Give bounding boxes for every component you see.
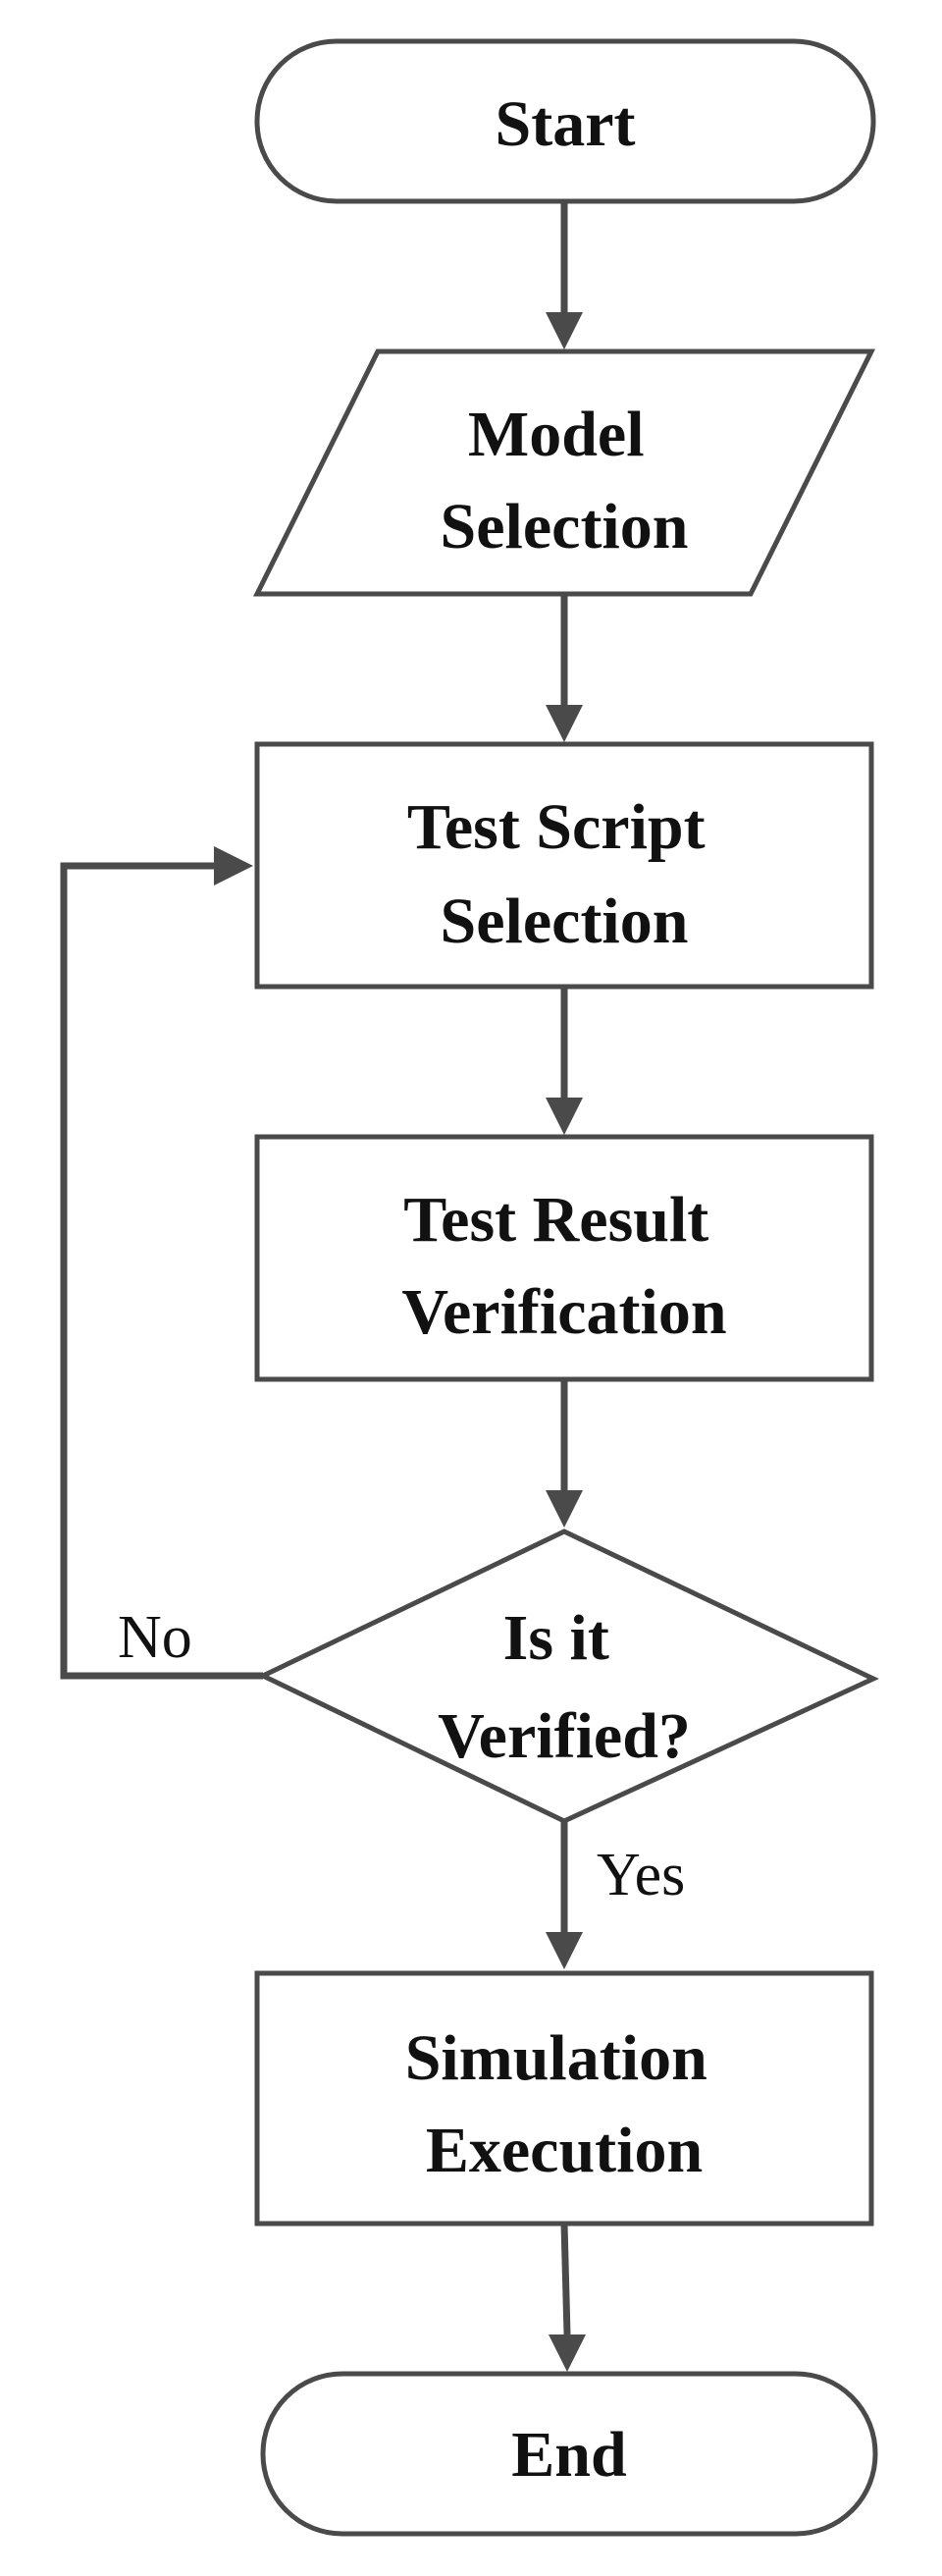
node-end-label: End (511, 2419, 626, 2491)
arrow-decision-no-loop (214, 846, 253, 886)
edge-label-no: No (118, 1604, 192, 1671)
node-is-verified-line-2: Verified? (438, 1700, 691, 1772)
decision-shape (257, 1529, 879, 1824)
edge-decision-no-loop (60, 862, 263, 1680)
edge-label-yes: Yes (597, 1842, 685, 1908)
process-shape (254, 1970, 874, 2227)
arrow-script-to-result (546, 1098, 583, 1135)
edge-simulation-to-end (560, 2223, 571, 2335)
node-test-result-verification-line-2: Verification (401, 1276, 726, 1348)
arrow-start-to-model (546, 312, 583, 349)
node-is-verified-label: Is it Verified? (438, 1602, 691, 1772)
node-is-verified: Is it Verified? (257, 1529, 879, 1824)
node-simulation-execution-line-2: Execution (426, 2115, 703, 2186)
node-test-result-verification-label: Test Result Verification (401, 1184, 726, 1348)
node-start-label: Start (496, 88, 636, 160)
node-simulation-execution-line-1: Simulation (405, 2022, 707, 2094)
node-end: End (260, 2371, 878, 2537)
edges (60, 201, 586, 2372)
node-test-result-verification: Test Result Verification (254, 1134, 874, 1382)
node-simulation-execution: Simulation Execution (254, 1970, 874, 2227)
node-test-script-selection-label: Test Script Selection (407, 791, 721, 957)
arrow-simulation-to-end (549, 2334, 586, 2372)
node-test-script-selection: Test Script Selection (254, 741, 874, 990)
node-model-selection-line-1: Model (468, 399, 645, 470)
process-shape (254, 741, 874, 990)
parallelogram-shape (252, 349, 876, 597)
node-is-verified-line-1: Is it (503, 1602, 609, 1674)
nodes: Start Model Selection Test Script Select… (252, 38, 879, 2537)
node-start-line-1: Start (496, 88, 636, 160)
arrow-model-to-script (546, 705, 583, 742)
terminator-shape (260, 2371, 878, 2537)
node-start: Start (254, 38, 876, 204)
arrow-decision-yes (546, 1932, 583, 1969)
node-test-script-selection-line-1: Test Script (407, 791, 706, 863)
arrow-result-to-decision (546, 1490, 583, 1528)
node-model-selection-line-2: Selection (441, 491, 689, 563)
process-shape (254, 1134, 874, 1382)
edge-labels: No Yes (118, 1604, 685, 1908)
node-model-selection: Model Selection (252, 349, 876, 597)
node-model-selection-label: Model Selection (441, 399, 689, 563)
node-simulation-execution-label: Simulation Execution (405, 2022, 724, 2186)
node-test-script-selection-line-2: Selection (441, 886, 689, 957)
terminator-shape (254, 38, 876, 204)
node-test-result-verification-line-1: Test Result (403, 1184, 708, 1256)
node-end-line-1: End (511, 2419, 626, 2491)
